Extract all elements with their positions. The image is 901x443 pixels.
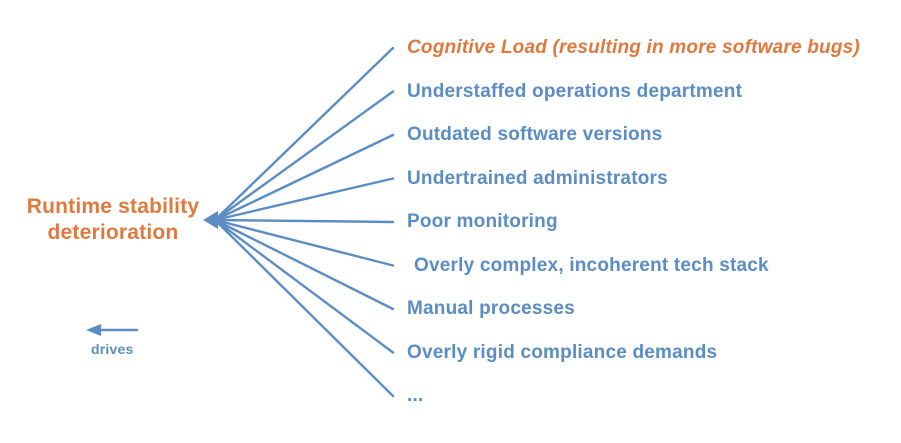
convergence-arrowhead-icon xyxy=(203,211,218,229)
cause-item: Outdated software versions xyxy=(407,124,663,145)
drives-arrowhead-icon xyxy=(86,324,101,336)
fan-line xyxy=(213,218,395,224)
effect-label: Runtime stability deterioration xyxy=(15,194,211,246)
cause-item: Understaffed operations department xyxy=(407,80,743,102)
cause-item: Overly rigid compliance demands xyxy=(407,341,718,363)
cause-item: Poor monitoring xyxy=(407,211,558,232)
fan-line xyxy=(213,177,395,222)
fan-line xyxy=(213,218,395,398)
cause-item: ... xyxy=(407,385,424,406)
fan-line xyxy=(213,46,395,222)
cause-item: Cognitive Load (resulting in more softwa… xyxy=(407,37,860,58)
cause-item: Undertrained administrators xyxy=(407,167,668,189)
cause-item: Manual processes xyxy=(407,298,575,319)
cause-item: Overly complex, incoherent tech stack xyxy=(414,254,769,276)
fan-line xyxy=(213,218,395,267)
fan-line xyxy=(213,133,395,222)
effect-label-line1: Runtime stability xyxy=(26,195,200,218)
drives-arrow-label: drives xyxy=(91,341,134,357)
effect-label-line2: deterioration xyxy=(47,221,179,244)
fan-line xyxy=(213,218,395,311)
fan-line xyxy=(213,218,395,354)
fan-line xyxy=(213,90,395,222)
